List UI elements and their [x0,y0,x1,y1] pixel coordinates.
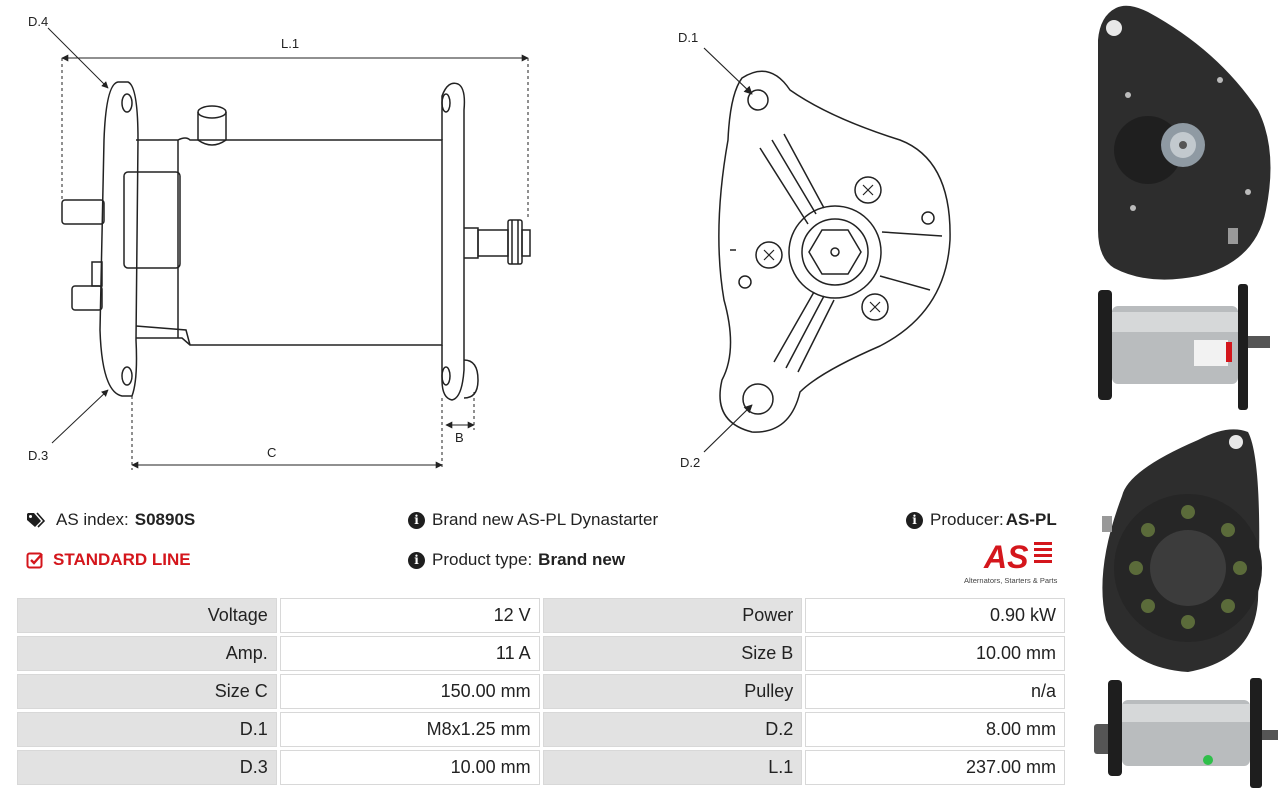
spec-value: 8.00 mm [805,712,1065,747]
spec-key: Pulley [542,674,803,709]
as-index-value: S0890S [134,510,196,529]
spec-key: Size B [542,636,803,671]
label-D1: D.1 [678,30,698,45]
label-C: C [267,445,276,460]
spec-key: D.2 [542,712,803,747]
as-index-label: AS index: [56,510,129,529]
spec-value: 237.00 mm [805,750,1065,785]
as-pl-logo: AS Alternators, Starters & Parts [962,538,1070,585]
product-type-row: i Product type: Brand new [408,550,625,570]
dimension-lines [47,27,529,470]
label-L1: L.1 [281,36,299,51]
spec-key: D.3 [17,750,277,785]
spec-value: 150.00 mm [279,674,540,709]
product-type-value: Brand new [538,550,626,569]
producer-value: AS-PL [1005,510,1057,529]
info-icon: i [906,511,923,529]
spec-value: 10.00 mm [805,636,1065,671]
label-D4: D.4 [28,14,48,29]
table-row: D.1 M8x1.25 mm D.2 8.00 mm [17,712,1065,747]
table-row: Size C 150.00 mm Pulley n/a [17,674,1065,709]
spec-key: Size C [17,674,277,709]
table-row: Amp. 11 A Size B 10.00 mm [17,636,1065,671]
label-D3: D.3 [28,448,48,463]
producer-row: i Producer: AS-PL [906,510,1057,530]
front-view [718,70,951,433]
spec-key: D.1 [17,712,277,747]
info-icon: i [408,511,425,529]
producer-label: Producer: [930,510,1004,529]
technical-drawing: L.1 D.4 D.3 C B D.1 D.2 [28,14,951,470]
spec-key: L.1 [542,750,803,785]
as-index-row: AS index: S0890S [26,510,195,530]
standard-line-row: STANDARD LINE [26,550,191,570]
product-description: Brand new AS-PL Dynastarter [432,510,659,529]
svg-text:AS: AS [983,539,1029,572]
table-row: D.3 10.00 mm L.1 237.00 mm [17,750,1065,785]
spec-table: Voltage 12 V Power 0.90 kW Amp. 11 A Siz… [14,595,1068,788]
photo-rear-view [1102,429,1262,672]
spec-value: 10.00 mm [279,750,540,785]
spec-value: n/a [805,674,1065,709]
as-logo-graphic: AS [983,539,1052,575]
photo-front-flange [1098,5,1271,280]
table-row: Voltage 12 V Power 0.90 kW [17,598,1065,633]
spec-value: 12 V [279,598,540,633]
photo-side-view [1098,284,1270,410]
spec-key: Amp. [17,636,277,671]
product-type-label: Product type: [432,550,533,569]
standard-line-label: STANDARD LINE [53,550,191,569]
side-view [61,81,531,401]
label-B: B [455,430,464,445]
info-icon: i [408,551,425,569]
spec-value: M8x1.25 mm [279,712,540,747]
description-row: i Brand new AS-PL Dynastarter [408,510,658,530]
check-square-icon [26,552,43,569]
spec-value: 0.90 kW [805,598,1065,633]
product-photos [1094,5,1278,788]
tags-icon [27,512,46,528]
spec-key: Power [542,598,803,633]
logo-tagline: Alternators, Starters & Parts [964,576,1058,585]
screw-marks [703,47,881,453]
spec-key: Voltage [17,598,277,633]
photo-side-angle [1094,678,1278,788]
label-D2: D.2 [680,455,700,470]
spec-value: 11 A [279,636,540,671]
